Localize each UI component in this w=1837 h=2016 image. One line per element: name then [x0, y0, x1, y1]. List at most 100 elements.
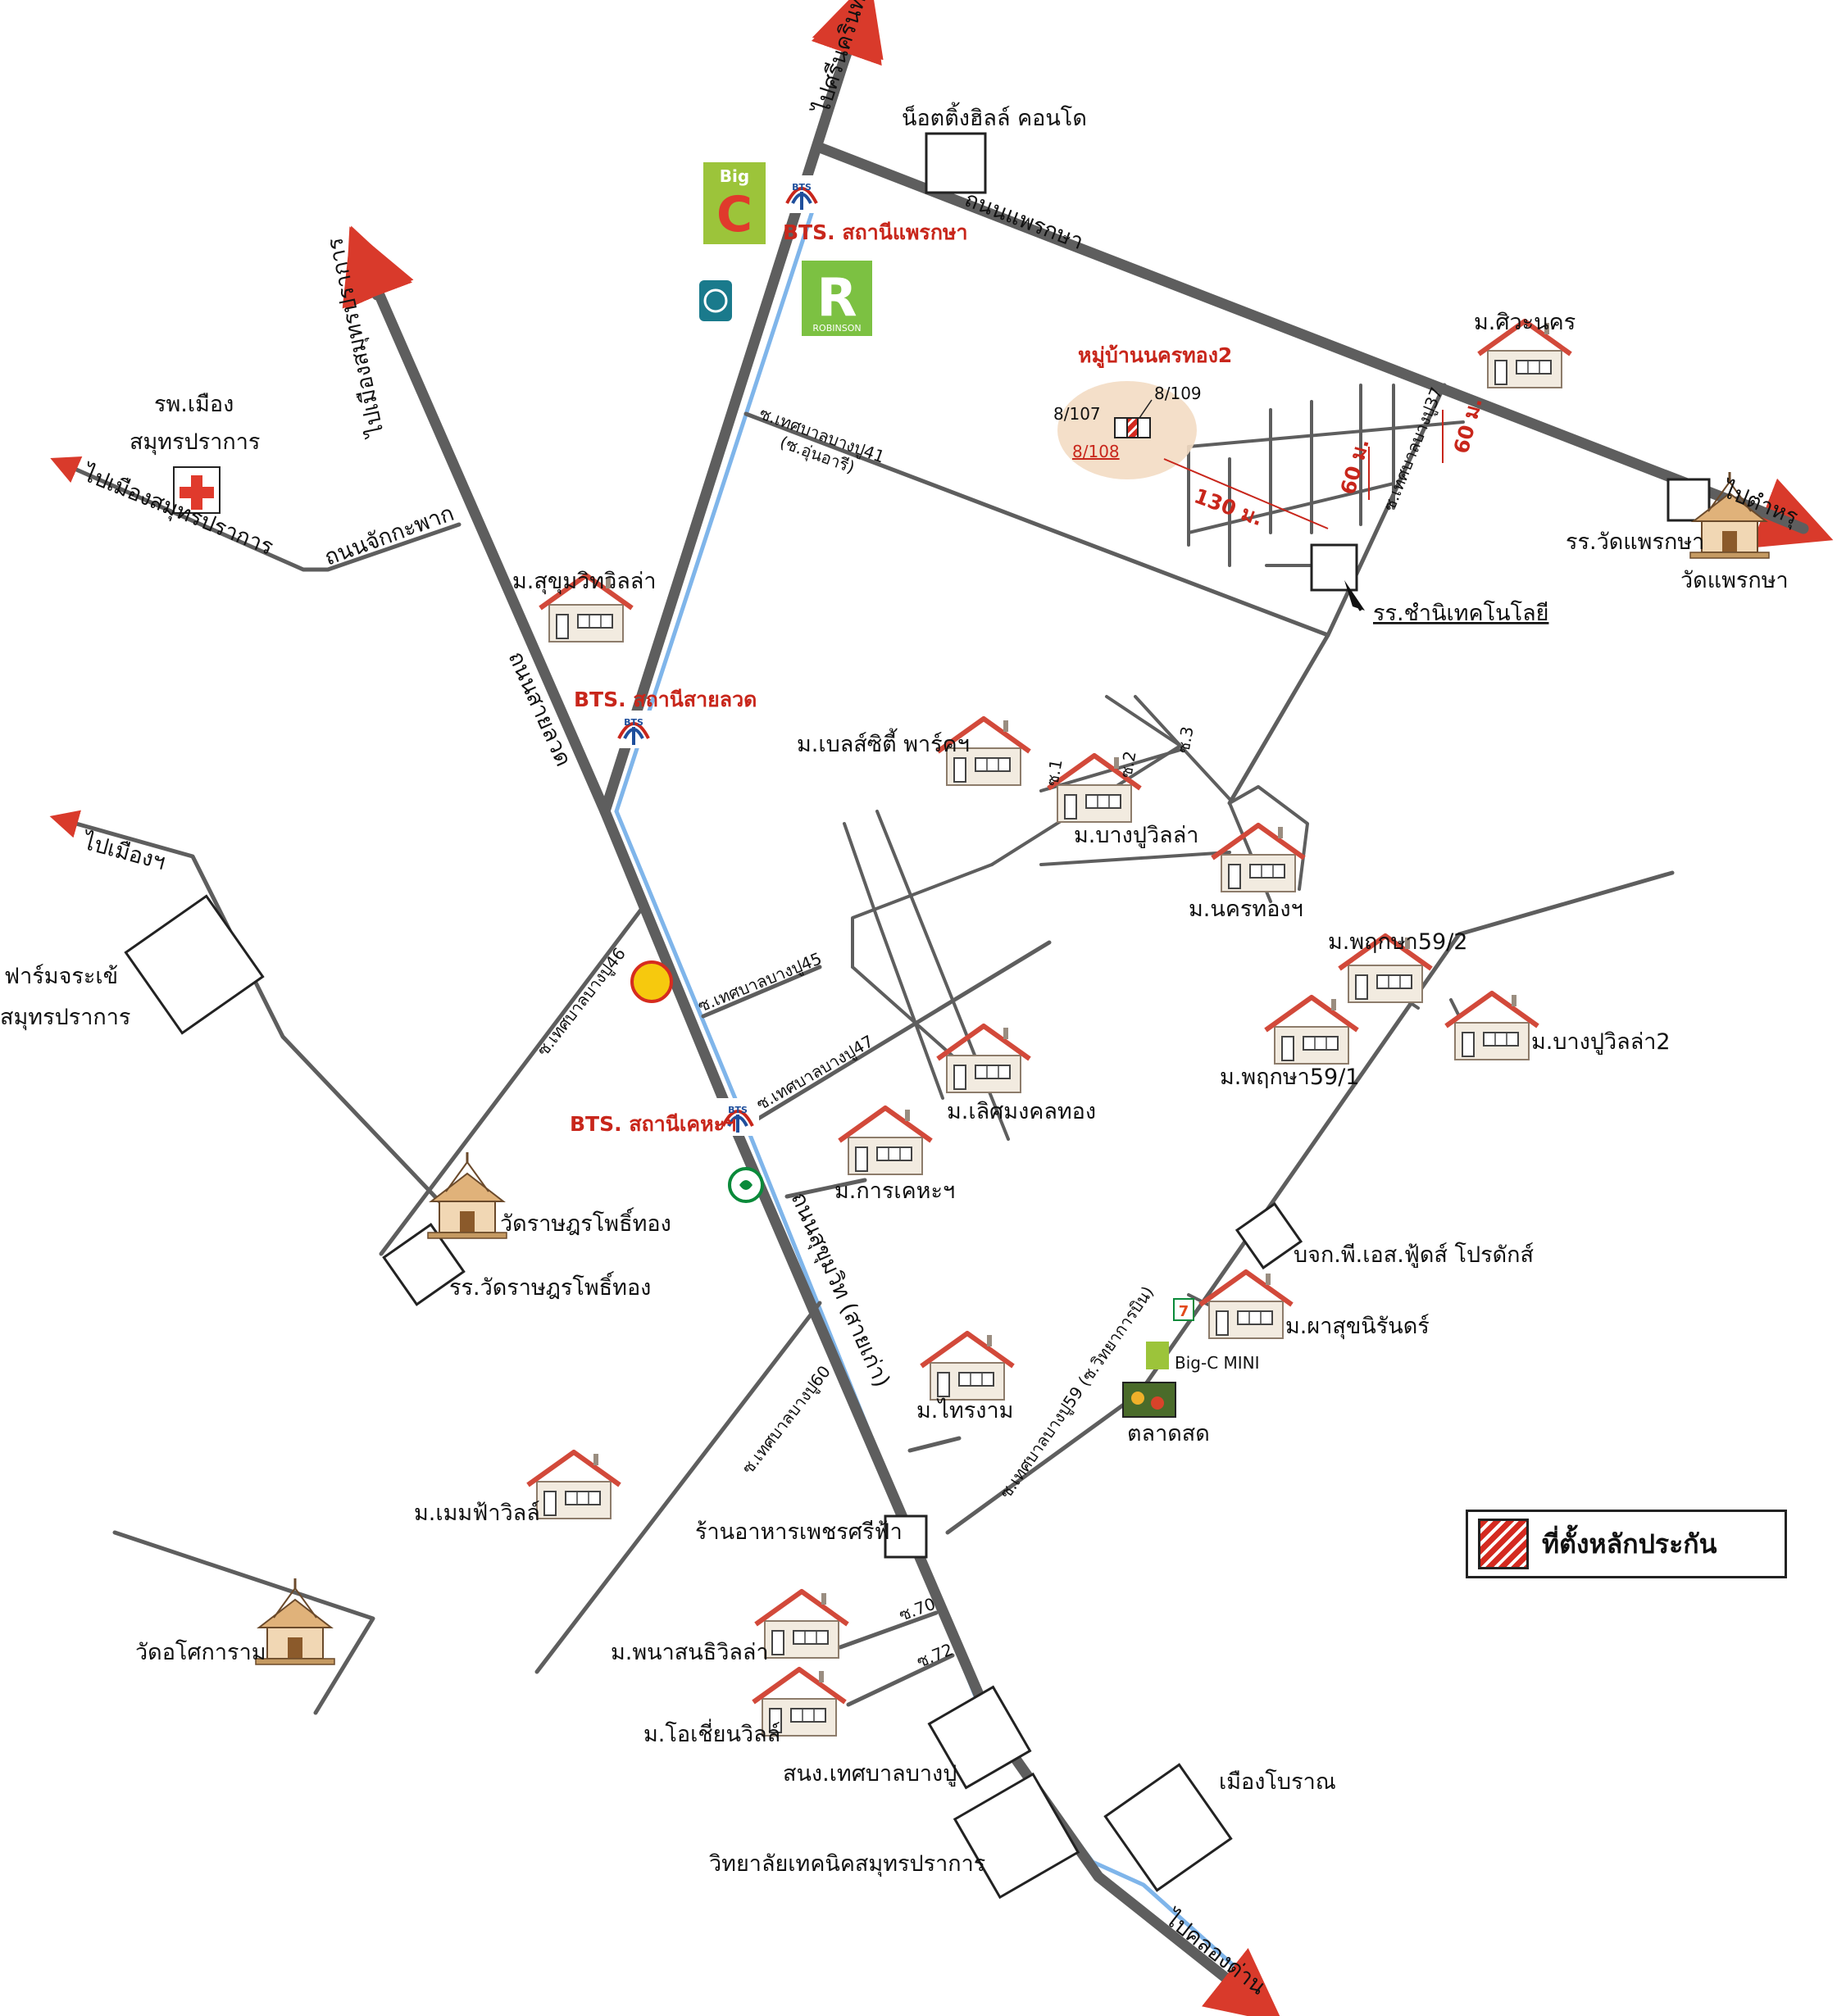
bts-label-sailuad: BTS. สถานีสายลวด — [574, 688, 757, 711]
restaurant-box — [884, 1514, 928, 1559]
label-ocean-ville: ม.โอเชี่ยนวิลล์ — [643, 1719, 780, 1747]
svg-text:7: 7 — [1179, 1303, 1189, 1320]
road-sailuad — [345, 226, 611, 817]
label-siwanakorn: ม.ศิวะนคร — [1474, 310, 1576, 335]
road-label-soi46: ซ.เทศบาลบางปู46 — [533, 944, 630, 1060]
road-soi60 — [534, 1301, 822, 1674]
legend-label: ที่ตั้งหลักประกัน — [1542, 1528, 1717, 1560]
svg-text:BTS: BTS — [728, 1105, 748, 1115]
road-label-soi37: ซ.เทศบาลบางปู37 — [1379, 384, 1447, 514]
svg-text:BTS: BTS — [624, 717, 643, 728]
direction-klong-dan: ไปคลองด่าน — [1159, 1905, 1271, 2000]
svg-text:BTS: BTS — [792, 182, 812, 193]
robinson-logo-icon — [802, 261, 872, 336]
site-distance-60-a: 60 ม. — [1336, 436, 1374, 497]
road-tamru — [1732, 496, 1809, 534]
bangchak-logo-icon — [699, 280, 732, 321]
road-label-soi47: ซ.เทศบาลบางปู47 — [753, 1031, 878, 1115]
road-kheha — [784, 1178, 867, 1199]
label-wat-ratsadon: วัดราษฎรโพธิ์ทอง — [500, 1207, 671, 1237]
road-soi37 — [1227, 383, 1447, 806]
label-lertmongkol: ม.เลิศมงคลทอง — [947, 1099, 1096, 1124]
label-phasuk: ม.ผาสุขนิรันดร์ — [1285, 1313, 1430, 1340]
plot-8-108 — [1137, 417, 1151, 438]
site-village-label: หมู่บ้านนครทอง2 — [1078, 343, 1232, 369]
label-bangpu-villa2: ม.บางปูวิลล่า2 — [1531, 1029, 1671, 1055]
road-label-soi60: ซ.เทศบาลบางปู60 — [738, 1362, 835, 1478]
plot-8-109-collateral — [1126, 417, 1139, 438]
road-label-soi2: ซ.2 — [1116, 750, 1139, 779]
bigc-mini-logo-icon — [1146, 1342, 1169, 1369]
label-saingam: ม.ไทรงาม — [916, 1398, 1013, 1423]
map-legend: ที่ตั้งหลักประกัน — [1466, 1510, 1787, 1578]
svg-text:C: C — [716, 186, 753, 243]
road-label-soi72: ซ.72 — [914, 1639, 956, 1671]
ancient-city-box — [1103, 1763, 1233, 1892]
dimension-130m — [1163, 458, 1329, 529]
label-hospital-1: รพ.เมือง — [154, 392, 234, 417]
direction-srinakarin: ไปศรีนครินทร์ — [808, 0, 875, 118]
house-icon-bangpu-villa2 — [1446, 993, 1538, 1060]
svg-text:ROBINSON: ROBINSON — [812, 323, 861, 334]
label-rr-wat-phraeksa: รร.วัดแพรกษา — [1566, 529, 1704, 555]
svg-text:R: R — [816, 268, 857, 329]
collateral-swatch-icon — [1478, 1519, 1529, 1569]
shell-logo-icon — [630, 960, 673, 1003]
site-plot-109: 8/109 — [1154, 384, 1202, 403]
road-label-soi45: ซ.เทศบาลบางปู45 — [695, 948, 825, 1016]
site-plot-108: 8/108 — [1072, 442, 1120, 461]
site-distance-60-b: 60 ม. — [1449, 395, 1487, 456]
direction-arrow-muang-samut — [342, 225, 412, 309]
house-icon-saingam — [921, 1333, 1013, 1400]
label-wat-osot: วัดอโศการาม — [135, 1640, 266, 1665]
road-label-soi3: ซ.3 — [1173, 725, 1197, 755]
road-phraeksa — [814, 142, 1834, 548]
label-rr-chamni: รร.ชำนิเทคโนโลยี — [1373, 601, 1548, 626]
road-soi47 — [756, 940, 1052, 1121]
label-college: วิทยาลัยเทคนิคสมุทรปราการ — [709, 1851, 985, 1878]
label-bless-city: ม.เบลส์ซิตี้ พาร์คฯ — [797, 728, 970, 757]
label-panasan: ม.พนาสนธิวิลล่า — [611, 1640, 769, 1665]
label-hospital-2: สมุทรปราการ — [130, 429, 260, 456]
road-saingam — [907, 1436, 962, 1453]
bts-icon-sailuad — [611, 709, 657, 750]
bts-icon-phraeksa — [779, 174, 825, 215]
rr-chamni-box — [1310, 543, 1358, 592]
road-chakkraphak — [50, 456, 462, 572]
road-label-chakkraphak: ถนนจักกะพาก — [321, 501, 457, 571]
road-label-soi1: ซ.1 — [1042, 758, 1066, 788]
road-srinakarin — [599, 0, 884, 817]
house-icon-nakhon-thong — [1212, 825, 1304, 892]
bts-label-kheha: BTS. สถานีเคหะฯ — [570, 1112, 736, 1136]
bts-label-phraeksa: BTS. สถานีแพรกษา — [783, 220, 968, 244]
svg-text:Big: Big — [720, 166, 749, 186]
label-memfa: ม.เมมฟ้าวิลล์ — [414, 1500, 540, 1526]
label-notting-hill: น็อตติ้งฮิลล์ คอนโด — [902, 102, 1087, 131]
road-soi41 — [743, 411, 1330, 638]
label-market: ตลาดสด — [1127, 1421, 1210, 1446]
label-stadium: สนง.เทศบาลบางปู — [783, 1761, 957, 1787]
label-wat-phraeksa: วัดแพรกษา — [1680, 568, 1789, 593]
college-box — [953, 1772, 1080, 1900]
house-icon-lertmongkol — [938, 1026, 1030, 1092]
label-farm-2: สมุทรปราการ — [0, 1005, 130, 1031]
label-bangpu-villa: ม.บางปูวิลล่า — [1074, 823, 1198, 848]
house-icon-phasuk — [1200, 1272, 1292, 1338]
label-sukhumvit-villa: ม.สุขุมวิทวิลล่า — [512, 569, 657, 595]
label-farm-1: ฟาร์มจระเข้ — [4, 963, 118, 989]
market-icon — [1122, 1382, 1176, 1418]
ps-foods-box — [1235, 1201, 1303, 1270]
label-phruksa592: ม.พฤกษา59/2 — [1328, 929, 1467, 955]
label-phruksa591: ม.พฤกษา59/1 — [1220, 1065, 1359, 1090]
temple-icon-wat-ratsadon — [426, 1151, 508, 1240]
site-leader-109 — [1139, 399, 1153, 419]
house-icon-memfa — [528, 1452, 620, 1519]
notting-hill-box — [925, 132, 987, 194]
road-label-phraeksa: ถนนแพรกษา — [961, 187, 1086, 256]
road-soi46 — [379, 907, 643, 1256]
label-ancient-city: เมืองโบราณ — [1219, 1769, 1336, 1795]
stadium-box — [927, 1685, 1032, 1790]
house-icon-phruksa591 — [1266, 997, 1357, 1064]
road-soi59 — [945, 870, 1675, 1535]
